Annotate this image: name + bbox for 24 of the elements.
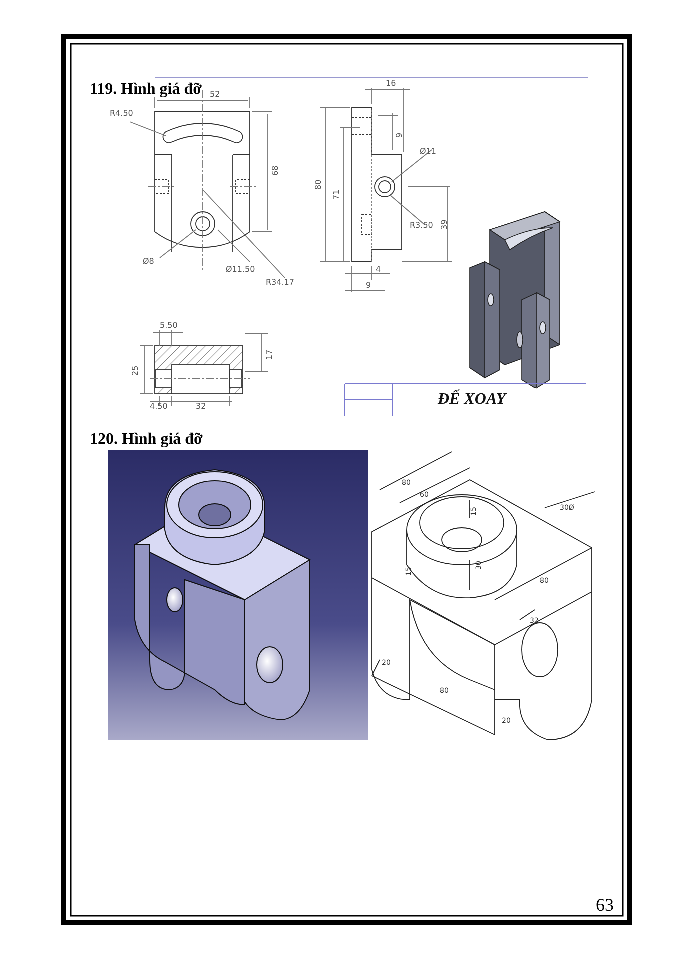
dimension-label: R4.50 (110, 110, 134, 118)
dimension-label: 4 (376, 266, 382, 274)
dimension-label: R34.17 (266, 279, 294, 287)
dimension-label: Ø11.50 (226, 266, 256, 274)
dimension-label: R3.50 (410, 222, 434, 230)
dimension-label: 5.50 (160, 322, 178, 330)
dimension-label: 9 (396, 132, 404, 138)
dimension-label: 16 (386, 80, 396, 88)
dimension-label: 32 (196, 403, 206, 411)
dimension-label: 4.50 (150, 403, 168, 411)
section-heading: 120. Hình giá đỡ (90, 432, 203, 448)
page-number: 63 (596, 896, 614, 914)
dimension-label: 25 (132, 366, 140, 376)
section-heading: 119. Hình giá đỡ (90, 82, 202, 98)
dimension-label: 52 (210, 91, 220, 99)
dimension-label: 9 (366, 282, 372, 290)
dimension-label: Ø11 (420, 148, 436, 156)
dimension-label: 39 (441, 220, 449, 230)
dimension-label: 80 (315, 180, 323, 190)
drawing-title: ĐẾ XOAY (438, 392, 506, 408)
dimension-label: 71 (333, 190, 341, 200)
dimension-label: 17 (266, 350, 274, 360)
dimension-label: Ø8 (143, 258, 154, 266)
dimension-label: 68 (272, 166, 280, 176)
